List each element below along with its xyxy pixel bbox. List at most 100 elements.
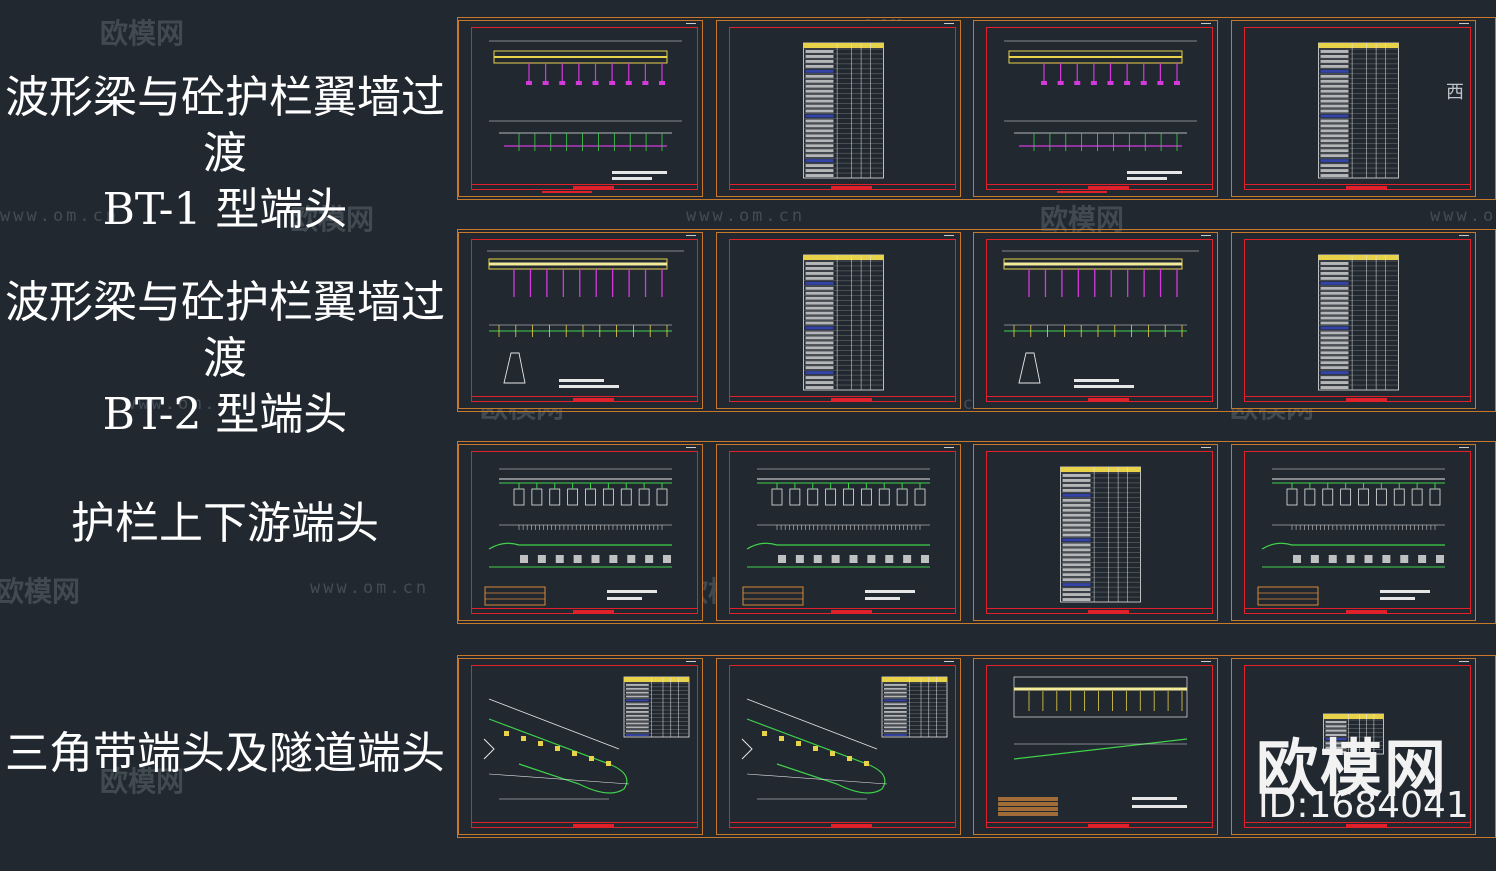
cad-drawing-thumbnail xyxy=(1323,713,1384,755)
data-table-graphic xyxy=(803,42,884,179)
title-block xyxy=(730,608,955,613)
watermark-logo: 欧模网 xyxy=(0,575,81,608)
sheet-group-1 xyxy=(457,17,1496,200)
row-title-line: BT-1 型端头 xyxy=(102,184,348,235)
watermark-logo: 欧模网 xyxy=(100,17,185,50)
tunnel-end-graphic xyxy=(998,676,1188,816)
title-block-mark xyxy=(1088,610,1129,613)
row-title-line: 波形梁与砼护栏翼墙过渡 xyxy=(5,72,445,179)
elevation-drawing-graphic xyxy=(487,250,684,388)
title-block-mark xyxy=(831,610,872,613)
elevation-drawing-graphic xyxy=(1002,250,1199,388)
drawing-sheet[interactable] xyxy=(973,444,1218,621)
plan-drawing-graphic xyxy=(489,40,682,193)
cad-drawing-thumbnail xyxy=(803,254,884,391)
triangle-end-graphic xyxy=(483,698,630,800)
title-block xyxy=(1245,396,1470,401)
row-title-updown: 护栏上下游端头 xyxy=(0,496,450,552)
drawing-sheet[interactable] xyxy=(1231,658,1476,835)
watermark-url: www.om.cn xyxy=(310,578,430,598)
drawing-sheet[interactable] xyxy=(973,232,1218,409)
cad-drawing-thumbnail xyxy=(1257,468,1445,606)
row-title-line: 波形梁与砼护栏翼墙过渡 xyxy=(5,277,445,384)
title-block xyxy=(987,608,1212,613)
drawing-sheet[interactable] xyxy=(458,20,703,197)
cad-drawing-thumbnail xyxy=(484,468,672,606)
sheet-group-3 xyxy=(457,441,1496,624)
cad-drawing-thumbnail xyxy=(489,40,682,193)
title-block xyxy=(987,184,1212,189)
cad-drawing-thumbnail xyxy=(1060,466,1141,603)
title-block xyxy=(730,396,955,401)
data-table-graphic xyxy=(1318,254,1399,391)
title-block xyxy=(472,396,697,401)
row-title-bt1: 波形梁与砼护栏翼墙过渡 BT-1 型端头 xyxy=(0,70,450,238)
drawing-sheet[interactable] xyxy=(716,232,961,409)
title-block-mark xyxy=(1346,398,1387,401)
title-block-mark xyxy=(1088,398,1129,401)
title-block xyxy=(730,822,955,827)
title-block xyxy=(1245,822,1470,827)
watermark-url: www.om.cn xyxy=(686,206,806,226)
guardrail-posts-graphic xyxy=(484,468,672,606)
title-block-mark xyxy=(1088,824,1129,827)
cad-drawing-thumbnail xyxy=(483,676,690,800)
cad-drawing-thumbnail xyxy=(741,676,948,800)
title-block xyxy=(1245,184,1470,189)
title-block-mark xyxy=(573,824,614,827)
data-table-graphic xyxy=(1060,466,1141,603)
sheet-group-4 xyxy=(457,655,1496,838)
data-table-graphic xyxy=(1323,713,1384,755)
title-block xyxy=(472,822,697,827)
data-table-graphic xyxy=(803,254,884,391)
guardrail-posts-graphic xyxy=(1257,468,1445,606)
title-block xyxy=(1245,608,1470,613)
data-table-graphic xyxy=(1318,42,1399,179)
title-block-mark xyxy=(831,398,872,401)
drawing-sheet[interactable] xyxy=(458,232,703,409)
cad-drawing-thumbnail xyxy=(1318,254,1399,391)
drawing-sheet[interactable] xyxy=(716,20,961,197)
title-block-mark xyxy=(1346,186,1387,189)
drawing-sheet[interactable] xyxy=(973,20,1218,197)
drawing-sheet[interactable] xyxy=(458,444,703,621)
cad-drawing-thumbnail xyxy=(487,250,684,388)
drawing-sheet[interactable] xyxy=(458,658,703,835)
row-title-line: 护栏上下游端头 xyxy=(71,498,379,549)
watermark-id-text: ID:1684041 xyxy=(1258,785,1469,826)
cad-drawing-thumbnail xyxy=(742,468,930,606)
drawing-sheet[interactable] xyxy=(716,658,961,835)
title-block xyxy=(472,608,697,613)
title-block-mark xyxy=(831,186,872,189)
drawing-sheet[interactable] xyxy=(716,444,961,621)
title-block xyxy=(730,184,955,189)
row-title-line: BT-2 型端头 xyxy=(102,389,348,440)
drawing-sheet[interactable] xyxy=(1231,20,1476,197)
title-block xyxy=(472,184,697,189)
triangle-end-graphic xyxy=(741,698,888,800)
row-title-line: 三角带端头及隧道端头 xyxy=(5,728,445,779)
cad-drawing-thumbnail xyxy=(1004,40,1197,193)
side-label: 西 xyxy=(1446,82,1464,103)
title-block-mark xyxy=(573,398,614,401)
title-block-mark xyxy=(573,610,614,613)
cad-drawing-thumbnail xyxy=(803,42,884,179)
plan-drawing-graphic xyxy=(1004,40,1197,193)
drawing-sheet[interactable] xyxy=(973,658,1218,835)
data-table-graphic xyxy=(881,676,948,738)
row-title-triangle: 三角带端头及隧道端头 xyxy=(0,726,450,782)
sheet-group-2 xyxy=(457,229,1496,412)
drawing-sheet[interactable] xyxy=(1231,232,1476,409)
drawing-sheet[interactable] xyxy=(1231,444,1476,621)
title-block xyxy=(987,396,1212,401)
row-title-bt2: 波形梁与砼护栏翼墙过渡 BT-2 型端头 xyxy=(0,275,450,443)
title-block-mark xyxy=(1088,186,1129,189)
title-block-mark xyxy=(1346,824,1387,827)
guardrail-posts-graphic xyxy=(742,468,930,606)
cad-drawing-thumbnail xyxy=(1002,250,1199,388)
cad-drawing-thumbnail xyxy=(998,676,1188,816)
watermark-url: www.om.cn xyxy=(1430,206,1496,226)
title-block-mark xyxy=(1346,610,1387,613)
title-block xyxy=(987,822,1212,827)
watermark-big-logo: 欧模网 xyxy=(1256,732,1449,805)
